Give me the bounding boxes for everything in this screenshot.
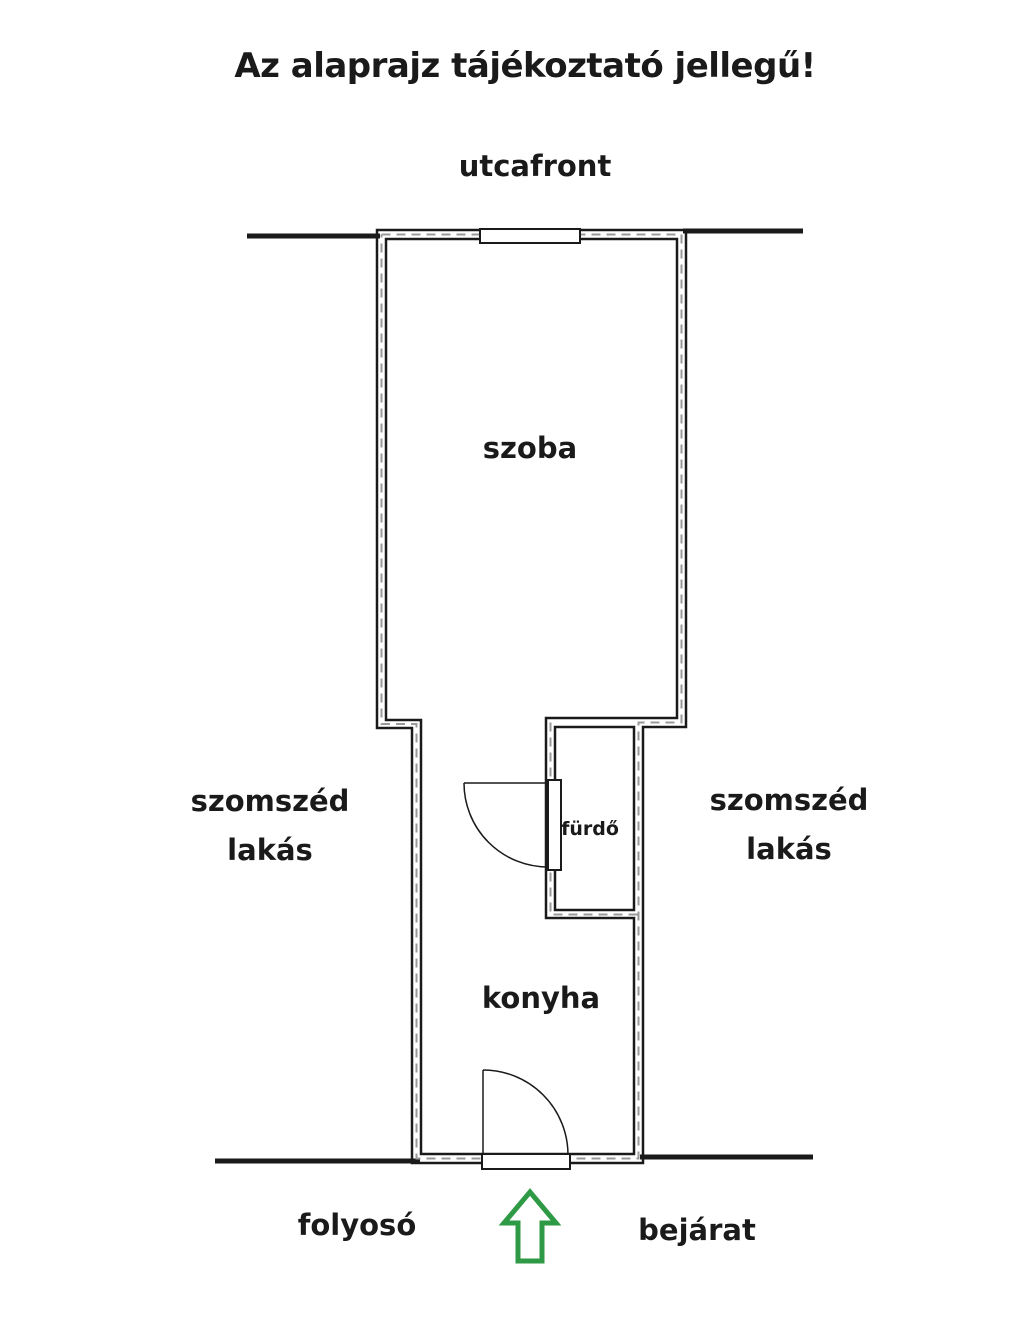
bathroom-door-swing <box>463 782 549 868</box>
label-room: szoba <box>482 431 578 465</box>
label-neighbor-left-1: szomszéd <box>190 784 350 818</box>
label-street-front: utcafront <box>458 149 612 183</box>
outer-wall <box>375 228 688 1165</box>
window <box>479 228 581 244</box>
label-kitchen: konyha <box>481 981 601 1015</box>
label-neighbor-right-2: lakás <box>746 832 832 866</box>
entrance-door-frame <box>481 1153 571 1170</box>
label-entrance: bejárat <box>638 1213 756 1247</box>
bathroom-door-frame <box>547 779 562 871</box>
label-corridor: folyosó <box>297 1208 417 1242</box>
wall-hatching <box>380 233 683 1160</box>
bathroom-door <box>463 779 562 871</box>
entrance-door-swing <box>482 1069 569 1156</box>
page-title: Az alaprajz tájékoztató jellegű! <box>234 46 816 86</box>
boundary-lines <box>215 228 813 1164</box>
arrow-up-outline-icon <box>498 1188 562 1264</box>
inner-wall <box>384 237 679 1156</box>
label-neighbor-left-2: lakás <box>227 833 313 867</box>
label-bathroom: fürdő <box>561 818 619 840</box>
label-neighbor-right-1: szomszéd <box>709 783 869 817</box>
entrance-door <box>481 1069 571 1170</box>
walls <box>375 228 688 1165</box>
